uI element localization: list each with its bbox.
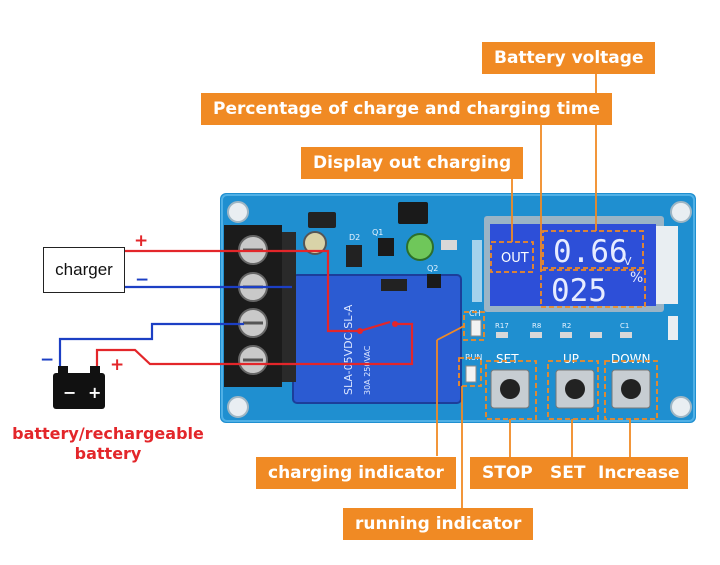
silk-row: R17 R8 R2 C1: [495, 316, 678, 340]
mount-hole-top-left: [227, 201, 249, 223]
battery-icon: − +: [53, 366, 105, 409]
lcd-percent-unit: %: [630, 270, 643, 286]
lcd-display: OUT 0.66 V 025 %: [472, 216, 678, 312]
up-button-highlight: [547, 360, 599, 420]
battery-label: battery/rechargeable battery: [4, 424, 212, 464]
lcd-voltage-unit: V: [624, 255, 632, 268]
charger-minus-mark: −: [135, 270, 149, 290]
lcd-out: OUT: [501, 251, 529, 266]
transistor-q2: [427, 274, 441, 288]
set-button[interactable]: [490, 369, 530, 409]
silk-q1: Q1: [372, 228, 383, 237]
label-charging-indicator: charging indicator: [256, 457, 456, 489]
terminal-screw-4: [238, 345, 268, 375]
silk-down: DOWN: [611, 352, 651, 366]
label-display-out: Display out charging: [301, 147, 524, 179]
label-increase: Increase: [590, 457, 688, 489]
set-button-highlight: [485, 360, 537, 420]
lcd-voltage: 0.66: [553, 234, 628, 270]
capacitor: [303, 231, 327, 255]
diode-d2: [346, 245, 362, 267]
label-stop: STOP: [470, 457, 545, 489]
silk-r8: R8: [532, 322, 541, 330]
component-chip: [308, 212, 336, 228]
battery-label-line2: battery: [74, 444, 142, 463]
percent-highlight-box: [540, 269, 646, 308]
components: D2 Q1 Q2: [303, 202, 457, 291]
mount-hole-top-right: [670, 201, 692, 223]
component-resistor: [441, 240, 457, 250]
relay-text: SLA-05VDC-SL-A: [342, 304, 355, 395]
mount-hole-bottom-right: [670, 396, 692, 418]
blue-wire-battery-minus: [58, 322, 244, 390]
silk-run: RUN: [465, 353, 482, 362]
silk-set: SET: [496, 352, 519, 366]
running-led: [465, 365, 477, 383]
silk-c1: C1: [620, 322, 629, 330]
buttons: SET UP DOWN: [490, 352, 651, 409]
ic-chip: [398, 202, 428, 224]
silk-r2: R2: [562, 322, 571, 330]
relay-rating: 30A 250VAC: [363, 345, 372, 395]
label-set: SET: [544, 457, 592, 489]
label-percentage-time: Percentage of charge and charging time: [201, 93, 613, 125]
relay: SLA-05VDC-SL-A 30A 250VAC: [292, 274, 462, 404]
running-led-highlight: [458, 357, 482, 387]
battery-plus-mark: +: [110, 355, 124, 375]
silk-up: UP: [563, 352, 579, 366]
transistor-q1: [378, 238, 394, 256]
charging-led: [470, 319, 482, 337]
voltage-highlight-box: [542, 230, 644, 269]
side-connector: [668, 316, 678, 340]
terminal-block: [224, 225, 296, 387]
silk-q2: Q2: [427, 264, 438, 273]
up-button[interactable]: [555, 369, 595, 409]
red-wire-relay-out: [244, 322, 414, 366]
battery-label-line1: battery/rechargeable: [12, 424, 204, 443]
charger-plus-mark: +: [134, 231, 148, 251]
red-wire-battery-plus: [95, 348, 244, 390]
relay-switch: [359, 320, 391, 333]
battery-minus-sign: −: [63, 383, 76, 402]
wiring: [58, 249, 414, 390]
lcd-percent: 025: [551, 273, 607, 309]
silk-d2: D2: [349, 233, 360, 242]
silk-ch: CH: [469, 309, 481, 318]
leds: CH RUN: [465, 309, 482, 383]
electrolytic-capacitor: [406, 233, 434, 261]
charger-box: charger: [43, 247, 125, 293]
label-running-indicator: running indicator: [343, 508, 534, 540]
down-button[interactable]: [611, 369, 651, 409]
component-tvs: [381, 279, 407, 291]
leader-lines: [436, 73, 631, 508]
down-button-highlight: [604, 360, 658, 420]
red-wire-charger-plus: [125, 249, 360, 333]
battery-minus-mark: −: [40, 350, 54, 370]
silk-r17: R17: [495, 322, 509, 330]
header-pins: [472, 240, 482, 302]
battery-plus-sign: +: [88, 383, 101, 402]
label-battery-voltage: Battery voltage: [482, 42, 656, 74]
mount-hole-bottom-left: [227, 396, 249, 418]
